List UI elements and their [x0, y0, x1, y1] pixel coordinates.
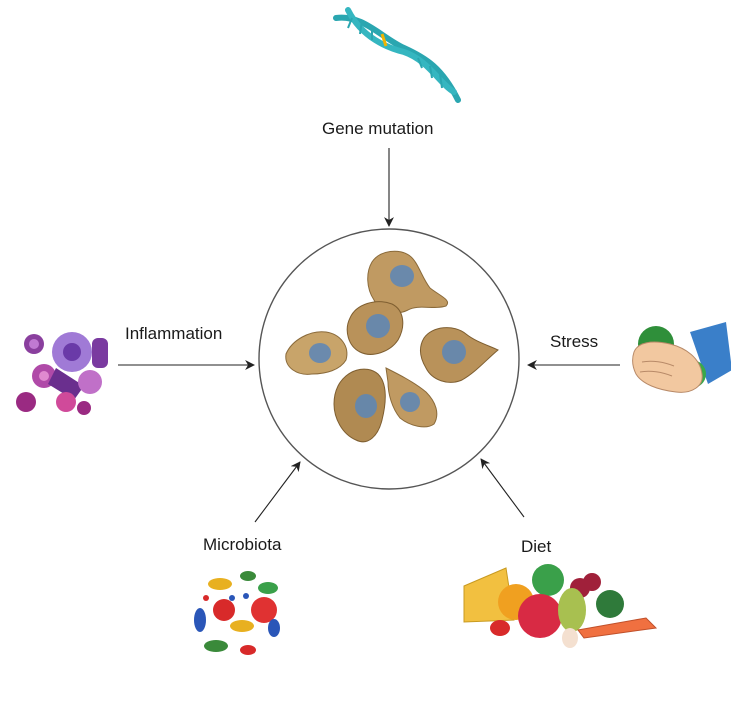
arrow-diet — [480, 458, 525, 518]
bacteria-cluster-icon — [194, 571, 280, 655]
arrow-microbiota — [254, 461, 301, 523]
food-pile-icon — [463, 564, 658, 648]
diet-label: Diet — [521, 537, 552, 556]
center-circle — [258, 228, 520, 490]
inflammation-label: Inflammation — [125, 324, 223, 343]
gene-mutation-label: Gene mutation — [322, 119, 434, 138]
dna-helix-icon — [333, 7, 461, 103]
stress-label: Stress — [550, 332, 599, 351]
hand-squeezing-stress-ball-icon — [632, 322, 731, 393]
cancer-cells-icon — [285, 250, 499, 443]
microbiota-label: Microbiota — [203, 535, 282, 554]
immune-cells-icon — [16, 332, 108, 415]
